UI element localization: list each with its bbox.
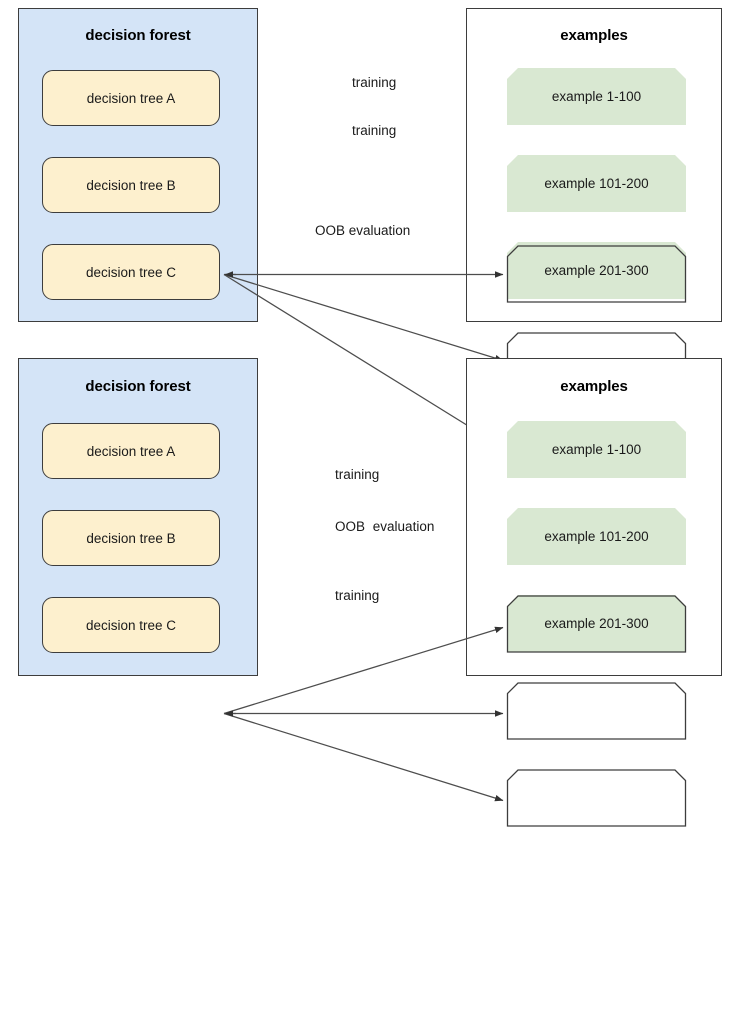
edge-label-training-1: training (350, 74, 399, 91)
decision-forest-title: decision forest (85, 27, 191, 44)
tree-box-decision-tree-a[interactable]: decision tree A (42, 70, 220, 126)
example-outline-201-300 (506, 769, 687, 827)
tree-label: decision tree C (85, 264, 177, 280)
tree-box-decision-tree-a[interactable]: decision tree A (42, 423, 220, 479)
edge-training-2 (223, 273, 504, 362)
tree-box-decision-tree-b[interactable]: decision tree B (42, 510, 220, 566)
edge-label-line-2: evaluation (370, 518, 437, 535)
example-label: example 201-300 (544, 263, 649, 278)
tree-label: decision tree A (86, 90, 176, 106)
tree-box-decision-tree-b[interactable]: decision tree B (42, 157, 220, 213)
example-label: example 101-200 (544, 529, 649, 544)
edge-label-training-1: training (333, 466, 382, 483)
examples-title: examples (560, 27, 628, 44)
example-label: example 1-100 (551, 442, 642, 457)
tree-label: decision tree C (85, 617, 177, 633)
example-box-101-200[interactable]: example 101-200 (507, 508, 686, 565)
decision-forest-title: decision forest (85, 378, 191, 395)
edge-label-oob-evaluation-1: OOB evaluation (333, 515, 437, 535)
edge-label-training-2: training (350, 122, 399, 139)
diagram-bottom: decision forest decision tree A decision… (0, 349, 737, 827)
example-label: example 101-200 (544, 176, 649, 191)
edge-label-training-2: training (333, 587, 382, 604)
examples-title: examples (560, 378, 628, 395)
example-box-1-100[interactable]: example 1-100 (507, 68, 686, 125)
example-label: example 1-100 (551, 89, 642, 104)
example-label: example 201-300 (544, 616, 649, 631)
tree-label: decision tree A (86, 443, 176, 459)
example-box-201-300[interactable]: example 201-300 (507, 595, 686, 652)
tree-label: decision tree B (86, 530, 176, 546)
edge-training-2 (223, 712, 504, 802)
diagram-canvas: decision forest decision tree A decision… (0, 0, 737, 827)
tree-box-decision-tree-c[interactable]: decision tree C (42, 597, 220, 653)
edge-training-1 (223, 626, 504, 715)
diagram-top: decision forest decision tree A decision… (0, 0, 737, 477)
example-box-201-300[interactable]: example 201-300 (507, 242, 686, 299)
example-box-1-100[interactable]: example 1-100 (507, 421, 686, 478)
tree-label: decision tree B (86, 177, 176, 193)
example-box-101-200[interactable]: example 101-200 (507, 155, 686, 212)
edge-label-oob-evaluation-1: OOB evaluation (313, 222, 413, 239)
edge-label-line-1: OOB (333, 518, 368, 535)
example-outline-101-200 (506, 682, 687, 740)
tree-box-decision-tree-c[interactable]: decision tree C (42, 244, 220, 300)
